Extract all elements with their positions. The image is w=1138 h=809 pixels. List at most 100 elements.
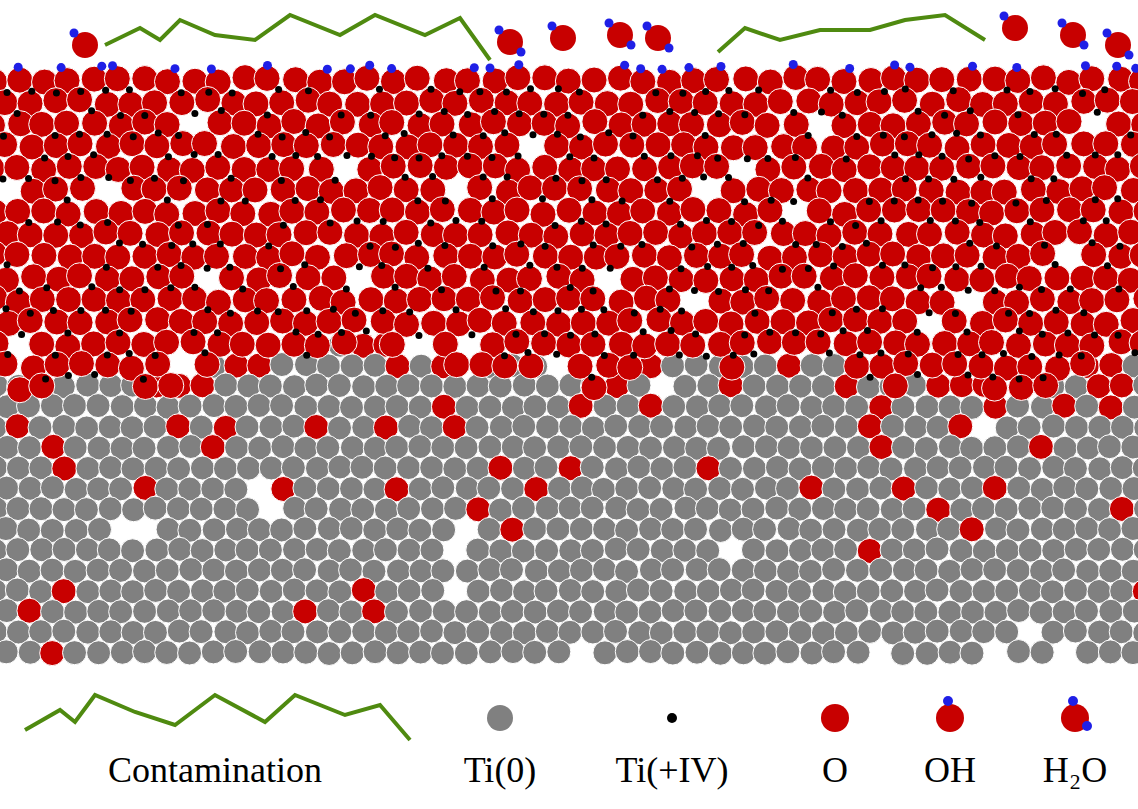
oxygen-atom [1120, 131, 1138, 157]
oxygen-atom [791, 263, 817, 289]
titanium-ion [929, 264, 936, 271]
titanium-atom [605, 496, 629, 520]
titanium-ion [382, 132, 389, 139]
titanium-ion [588, 196, 595, 203]
oxygen-atom [882, 373, 908, 399]
titanium-ion [204, 265, 211, 272]
hydrogen-atom [1058, 19, 1067, 28]
oxygen-atom [354, 65, 380, 91]
oxygen-atom [879, 286, 905, 312]
titanium-atom [1007, 640, 1031, 664]
oxygen-atom [166, 175, 192, 201]
hydrogen-atom [70, 29, 79, 38]
oxygen-atom [330, 197, 356, 223]
oxygen-atom [799, 475, 824, 500]
oxygen-atom [1033, 373, 1059, 399]
titanium-atom [869, 558, 893, 582]
titanium-ion [914, 371, 921, 378]
titanium-atom [374, 538, 398, 562]
oxygen-atom [936, 704, 964, 732]
titanium-atom [604, 414, 628, 438]
titanium-ion [950, 87, 957, 94]
titanium-ion [965, 156, 972, 163]
titanium-ion [856, 351, 863, 358]
titanium-ion [2, 305, 9, 312]
titanium-ion [765, 287, 772, 294]
hydrogen-atom [1112, 62, 1121, 71]
titanium-ion [25, 219, 32, 226]
titanium-atom [340, 641, 364, 665]
titanium-atom [144, 578, 168, 602]
hydrogen-atom [845, 64, 854, 73]
oxygen-atom [444, 352, 470, 378]
titanium-ion [965, 287, 972, 294]
oxygen-atom [1029, 197, 1055, 223]
legend-item [821, 704, 849, 732]
titanium-atom [639, 558, 663, 582]
titanium-ion [553, 351, 560, 358]
legend-swatch [667, 713, 677, 723]
titanium-ion [692, 331, 699, 338]
oxygen-atom [532, 65, 558, 91]
titanium-ion [1078, 353, 1085, 360]
titanium-ion [1050, 175, 1057, 182]
titanium-ion [1028, 353, 1035, 360]
titanium-atom [1076, 436, 1100, 460]
hydrogen-atom [665, 44, 674, 53]
hydrogen-atom [57, 63, 66, 72]
titanium-ion [489, 242, 496, 249]
titanium-atom [501, 640, 525, 664]
oxygen-atom [818, 307, 844, 333]
titanium-atom [40, 476, 64, 500]
titanium-ion [1000, 350, 1007, 357]
titanium-ion [552, 222, 559, 229]
titanium-atom [719, 578, 743, 602]
hydrogen-atom [14, 63, 23, 72]
oxygen-atom [1004, 198, 1030, 224]
hydrogen-atom [1012, 63, 1021, 72]
titanium-ion [0, 176, 6, 183]
titanium-ion [54, 218, 61, 225]
titanium-atom [812, 579, 836, 603]
oxygen-atom [379, 331, 405, 357]
titanium-atom [523, 640, 547, 664]
titanium-ion [327, 220, 334, 227]
titanium-ion [926, 309, 933, 316]
hydrogen-atom [495, 26, 504, 35]
hydrogen-atom [1103, 29, 1112, 38]
titanium-atom [650, 415, 674, 439]
titanium-atom [397, 456, 421, 480]
titanium-ion [275, 86, 282, 93]
titanium-atom [1041, 496, 1065, 520]
titanium-atom [638, 476, 662, 500]
titanium-atom [892, 435, 916, 459]
titanium-atom [110, 640, 134, 664]
titanium-ion [427, 219, 434, 226]
titanium-ion [338, 329, 345, 336]
titanium-atom [904, 415, 928, 439]
hydrogen-atom [263, 61, 272, 70]
titanium-ion [524, 349, 531, 356]
oxygen-atom [1129, 330, 1138, 356]
titanium-ion [427, 86, 434, 93]
titanium-atom [0, 517, 18, 541]
hydrogen-atom [108, 61, 117, 70]
titanium-ion [742, 286, 749, 293]
titanium-ion [1027, 218, 1034, 225]
titanium-ion [715, 110, 722, 117]
titanium-ion [968, 200, 975, 207]
titanium-ion [303, 352, 310, 359]
titanium-ion [292, 152, 299, 159]
hydrogen-atom [1081, 61, 1090, 70]
hydrogen-atom [514, 60, 523, 69]
titanium-ion [603, 220, 610, 227]
titanium-atom [86, 394, 110, 418]
water-molecule [1103, 29, 1134, 60]
titanium-ion [126, 86, 133, 93]
oxygen-atom [645, 132, 671, 158]
titanium-ion [529, 131, 536, 138]
titanium-ion [1080, 217, 1087, 224]
titanium-atom [1065, 415, 1089, 439]
titanium-ion [314, 153, 321, 160]
